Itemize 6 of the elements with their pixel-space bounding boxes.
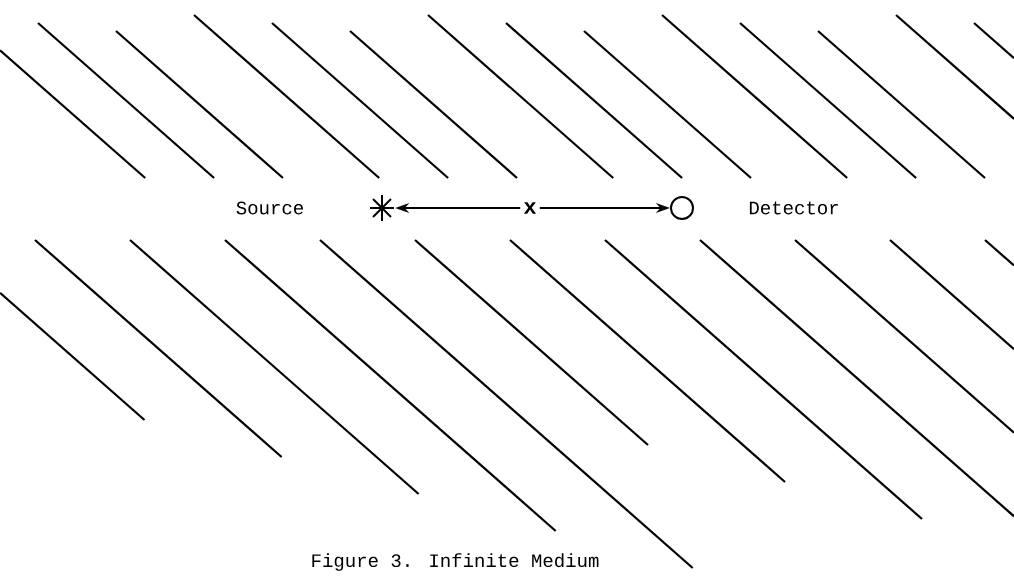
point-mark: x [523, 202, 537, 214]
detector-circle [670, 196, 694, 220]
node-caption: Source [236, 201, 303, 215]
node-caption: Detector [749, 201, 838, 215]
source-star [369, 194, 395, 222]
figure-caption: Figure 3. Infinite Medium [312, 553, 599, 571]
